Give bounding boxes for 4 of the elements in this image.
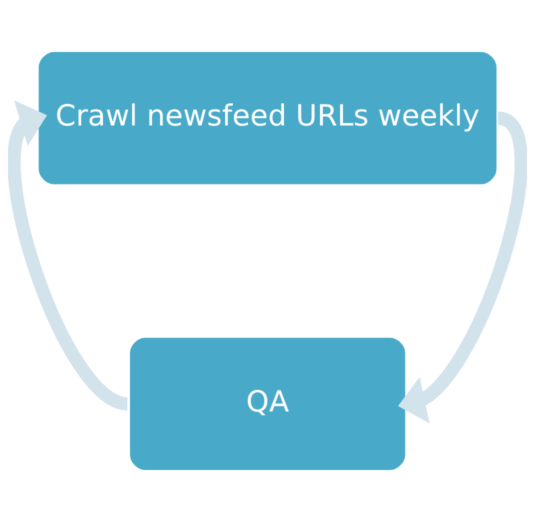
node-box: QA	[128, 336, 407, 472]
node-box: Crawl newsfeed URLs weekly	[37, 50, 498, 186]
arrow	[8, 100, 130, 410]
arrow	[398, 112, 527, 424]
